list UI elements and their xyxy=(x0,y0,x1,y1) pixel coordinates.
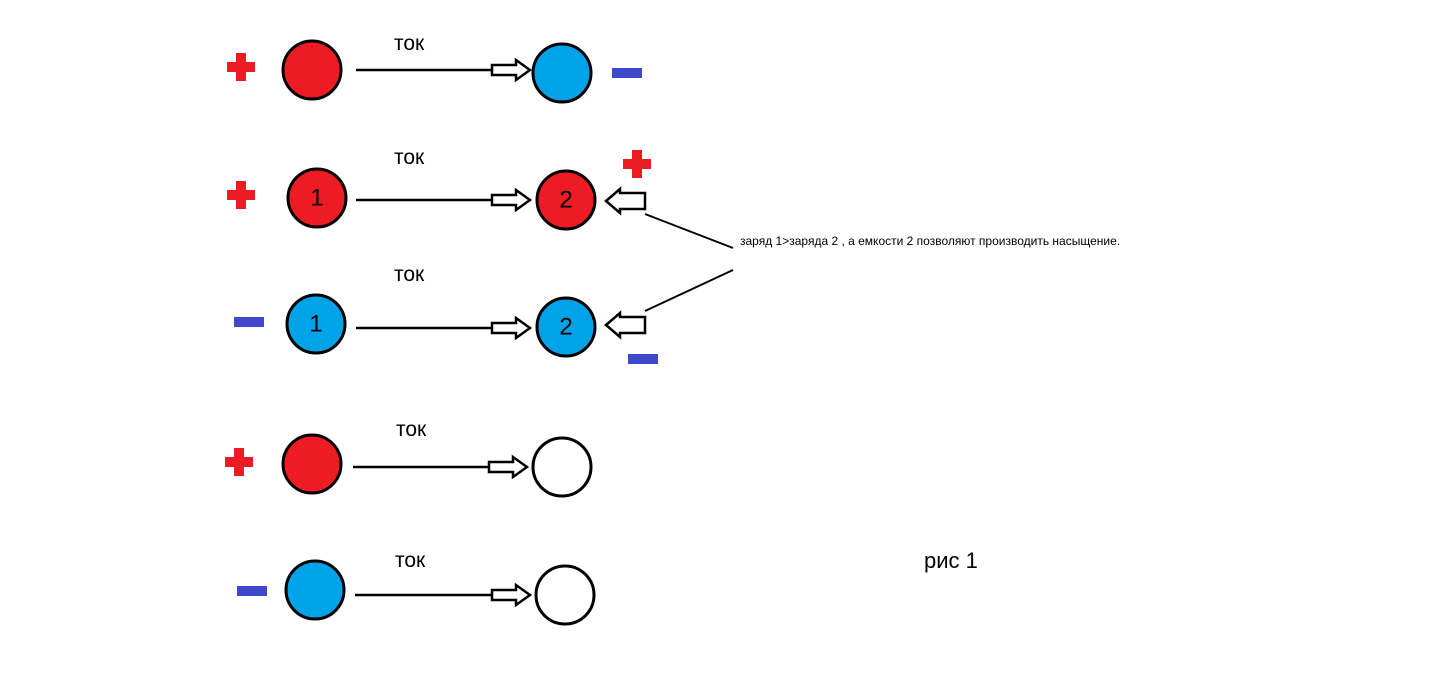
plus-sign-icon xyxy=(227,53,255,81)
annotation-text: заряд 1>заряда 2 , а емкости 2 позволяют… xyxy=(740,234,1120,248)
row-3-target-sign xyxy=(628,354,658,364)
row-1-source-ball xyxy=(281,39,343,101)
current-arrowhead-icon xyxy=(487,454,530,480)
current-arrowhead-icon xyxy=(490,315,533,341)
row-3-source-ball xyxy=(285,293,347,355)
current-arrowhead-icon xyxy=(490,57,533,83)
row-4: ток xyxy=(225,418,593,498)
figure-caption: рис 1 xyxy=(924,548,978,573)
row-3-pressure-arrow xyxy=(604,310,647,340)
annotation-callout: заряд 1>заряда 2 , а емкости 2 позволяют… xyxy=(644,213,1120,312)
row-5-current-arrow xyxy=(355,582,533,608)
row-4-source-sign xyxy=(225,448,253,476)
minus-sign-icon xyxy=(628,354,658,364)
row-1-current-arrow xyxy=(356,57,533,83)
current-arrowhead-icon xyxy=(490,582,533,608)
annotation-pointer-lower xyxy=(644,269,734,312)
row-2-source-ball xyxy=(286,167,348,229)
row-3-source-number: 1 xyxy=(309,311,322,338)
row-1: ток xyxy=(227,32,642,104)
row-2-pressure-arrow xyxy=(604,186,647,216)
row-1-target-sign xyxy=(612,68,642,78)
row-2-source-sign xyxy=(227,181,255,209)
row-5-source-sign xyxy=(237,586,267,596)
row-2-current-arrow xyxy=(356,187,533,213)
row-2-target-sign xyxy=(623,150,651,178)
row-4-current-arrow xyxy=(353,454,530,480)
row-3-target-ball xyxy=(535,296,597,358)
row-4-current-label: ток xyxy=(396,418,427,441)
minus-sign-icon xyxy=(612,68,642,78)
minus-sign-icon xyxy=(237,586,267,596)
row-5: ток xyxy=(237,549,596,626)
row-1-source-sign xyxy=(227,53,255,81)
row-3-current-label: ток xyxy=(394,263,425,286)
row-1-current-label: ток xyxy=(394,32,425,55)
plus-sign-icon xyxy=(225,448,253,476)
row-2-target-number: 2 xyxy=(559,187,572,214)
minus-sign-icon xyxy=(234,317,264,327)
row-2-source-number: 1 xyxy=(310,185,323,212)
row-3-target-number: 2 xyxy=(559,314,572,341)
current-arrowhead-icon xyxy=(490,187,533,213)
row-2-target-ball xyxy=(535,169,597,231)
row-1-target-ball xyxy=(531,42,593,104)
row-5-current-label: ток xyxy=(395,549,426,572)
row-3: 1 ток 2 xyxy=(234,263,658,364)
row-4-target-ball xyxy=(531,436,593,498)
row-5-source-ball xyxy=(284,559,346,621)
row-2: 1 ток 2 xyxy=(227,146,651,231)
row-5-target-ball xyxy=(534,564,596,626)
row-2-current-label: ток xyxy=(394,146,425,169)
row-3-current-arrow xyxy=(356,315,533,341)
row-3-source-sign xyxy=(234,317,264,327)
annotation-pointer-upper xyxy=(644,213,734,249)
plus-sign-icon xyxy=(227,181,255,209)
plus-sign-icon xyxy=(623,150,651,178)
row-4-source-ball xyxy=(281,433,343,495)
